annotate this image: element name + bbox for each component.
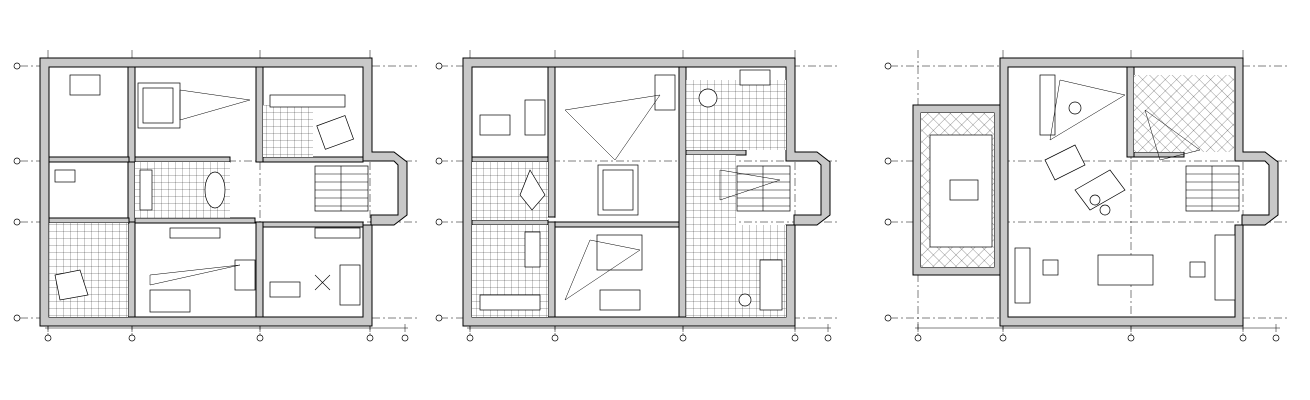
plan-1-furniture: [54, 74, 361, 313]
plan-1-view-cones: [149, 89, 251, 286]
plan-3-exterior-wall: [999, 57, 1279, 327]
plan-2-interior-walls: [471, 66, 747, 318]
plan-2-view-cones: [564, 94, 781, 301]
plan-2: [435, 50, 840, 342]
plan-1-exterior-wall: [39, 57, 408, 327]
plan-2-axis-bubbles: [435, 62, 832, 342]
plan-3: [884, 50, 1290, 342]
plan-1-stairs: [314, 165, 369, 212]
plan-3-view-cones: [1049, 79, 1201, 161]
plan-2-furniture: [479, 69, 783, 311]
plan-1-interior-walls: [48, 66, 364, 318]
plan-3-stairs: [1185, 165, 1240, 212]
plan-1: [13, 50, 420, 342]
plan-3-axis-bubbles: [884, 62, 1280, 342]
plan-2-stairs: [736, 165, 791, 212]
plan-1-axis-bubbles: [13, 62, 409, 342]
plan-3-furniture: [949, 74, 1236, 304]
plan-3-diamond-tiled-floor: [1134, 75, 1234, 152]
